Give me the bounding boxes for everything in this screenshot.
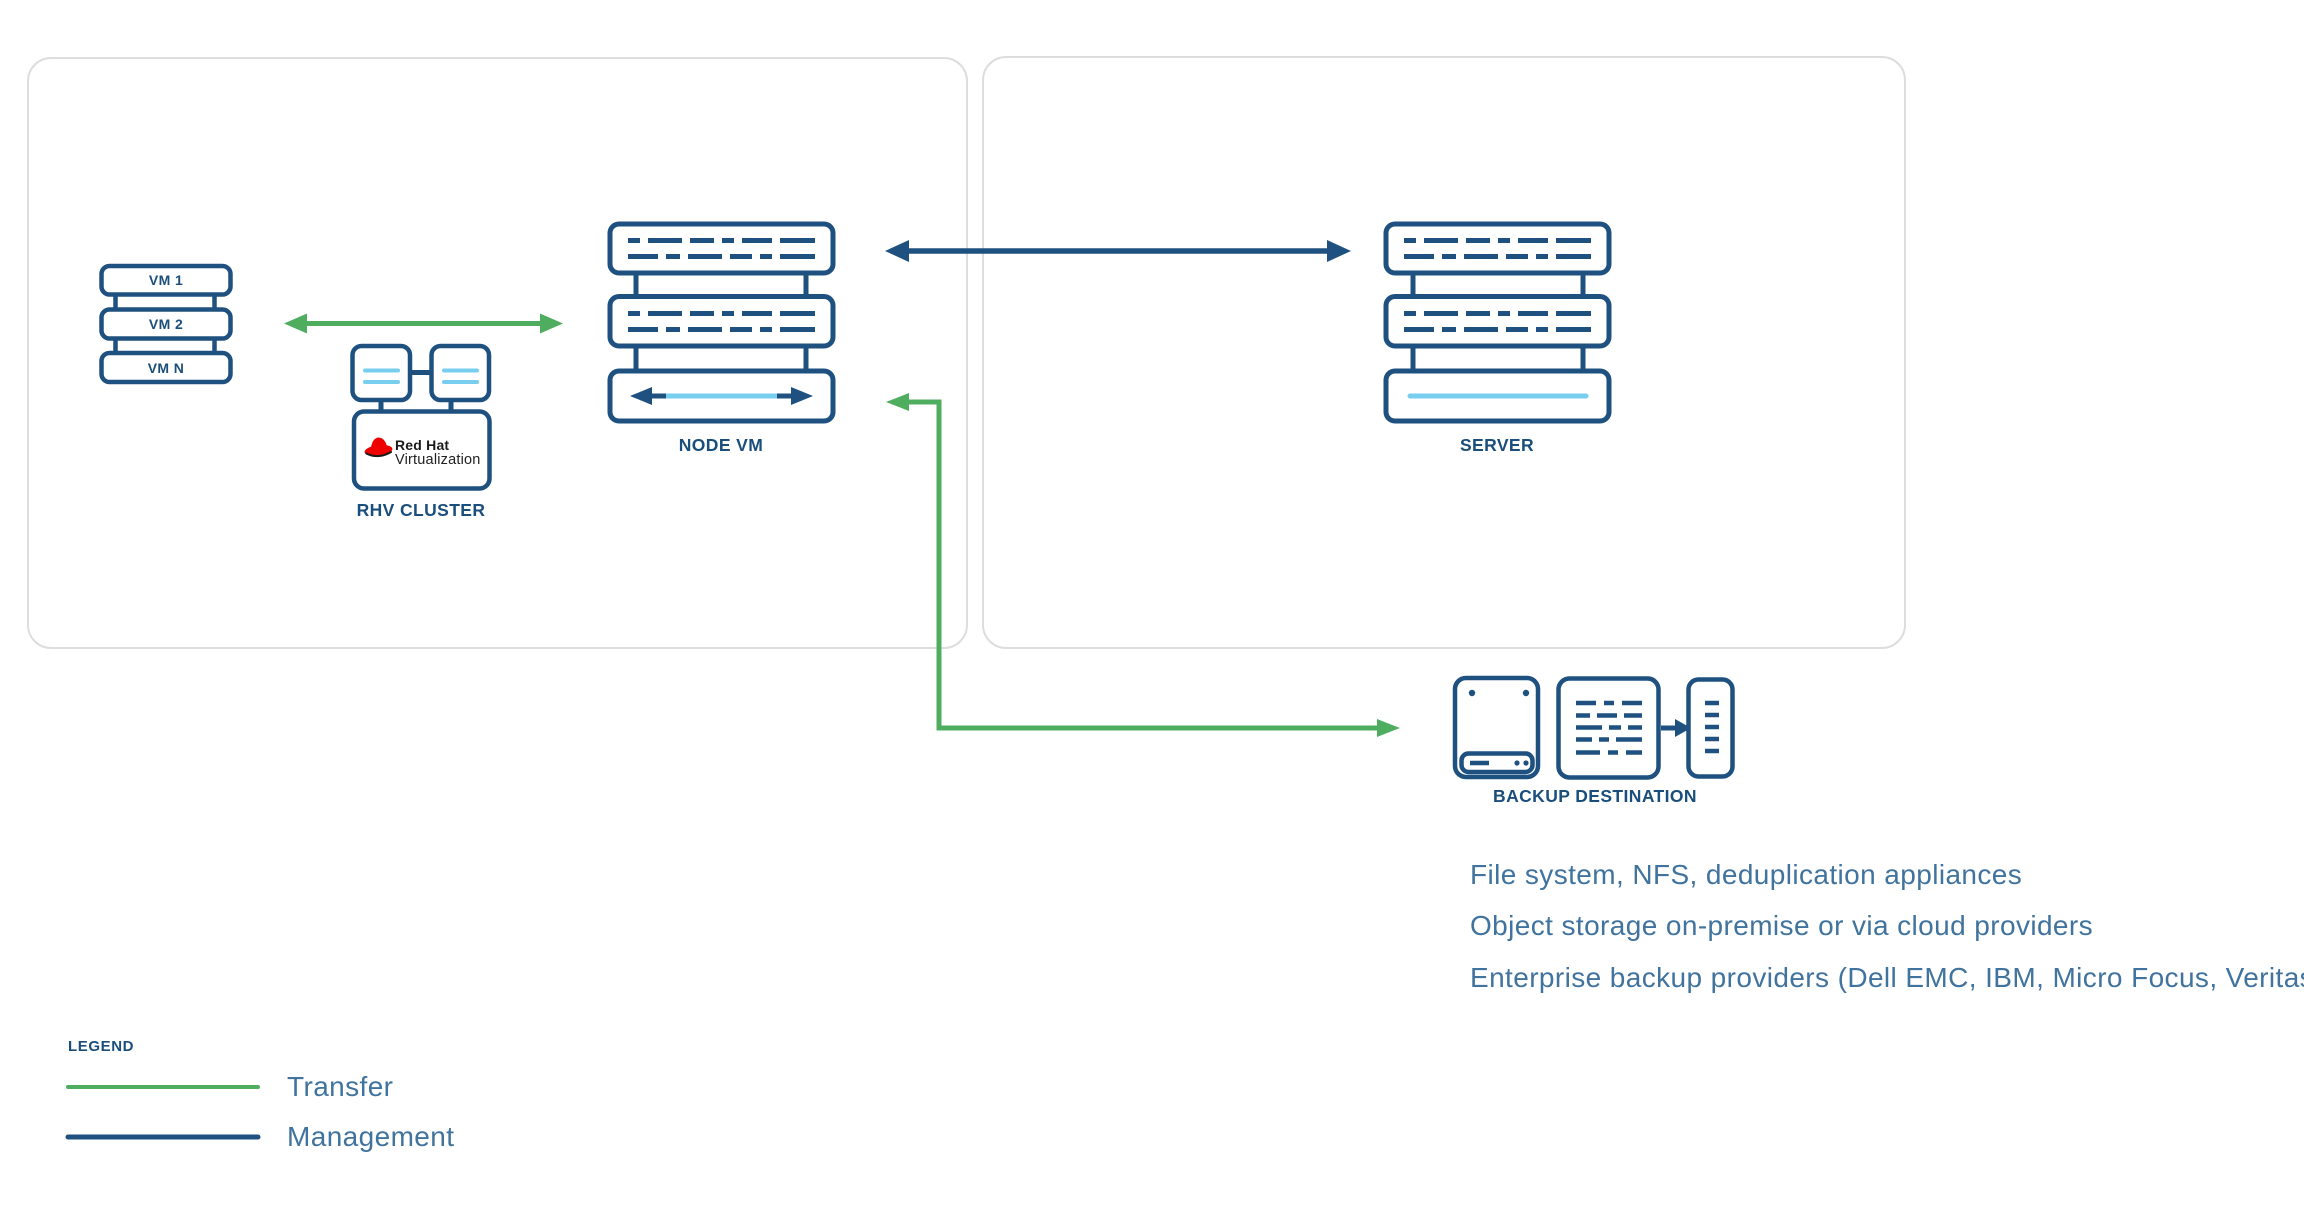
vm-stack-icon <box>99 263 233 385</box>
legend-title: LEGEND <box>68 1038 135 1055</box>
rhv-cluster-label: RHV CLUSTER <box>356 500 486 520</box>
node-vm-icon <box>607 221 836 424</box>
transfer-arrow-vm-node <box>284 313 563 334</box>
redhat-product-text: Virtualization <box>395 452 481 468</box>
backup-note-3: Enterprise backup providers (Dell EMC, I… <box>1470 962 2304 993</box>
vm1-label: VM 1 <box>148 272 184 288</box>
node-vm-label: NODE VM <box>678 435 764 455</box>
rhv-cluster-icon <box>350 343 492 491</box>
legend-transfer-label: Transfer <box>287 1071 394 1102</box>
vmn-label: VM N <box>147 359 185 376</box>
redhat-brand-text: Red Hat <box>395 437 450 453</box>
backup-note-1: File system, NFS, deduplication applianc… <box>1470 859 2023 890</box>
vm2-label: VM 2 <box>148 316 184 332</box>
server-label: SERVER <box>1459 435 1535 455</box>
backup-destination-label: BACKUP DESTINATION <box>1493 786 1697 806</box>
transfer-arrow-node-backup <box>886 393 1400 737</box>
backup-note-2: Object storage on-premise or via cloud p… <box>1470 910 2094 941</box>
redhat-fedora-icon <box>364 437 393 458</box>
backup-destination-icon <box>1452 675 1735 780</box>
legend-management-label: Management <box>287 1121 455 1152</box>
legend-lines <box>65 1085 261 1140</box>
management-arrow <box>885 240 1351 262</box>
server-icon <box>1383 221 1612 424</box>
management-environment-panel <box>982 56 1906 649</box>
